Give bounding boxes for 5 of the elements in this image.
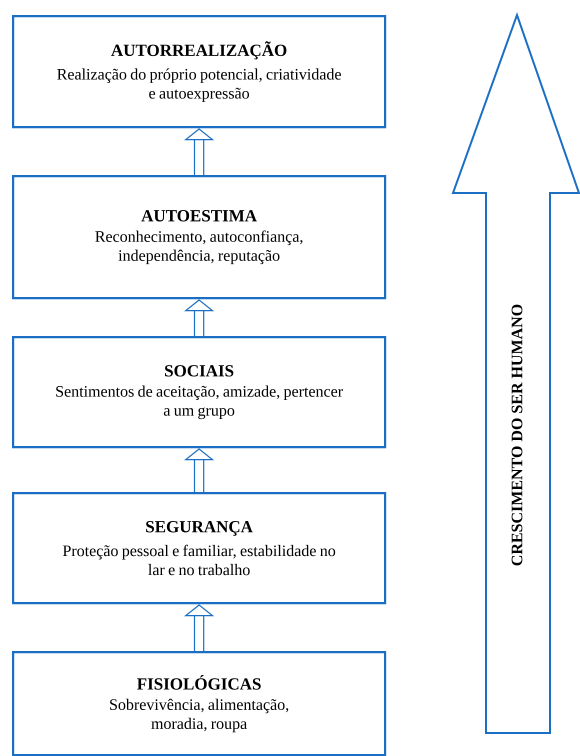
level-box: SEGURANÇA Proteção pessoal e familiar, estabilidade no lar e no trabalho [12, 492, 386, 604]
level-box: SOCIAIS Sentimentos de aceitação, amizade, pertencer a um grupo [12, 336, 386, 448]
level-box: FISIOLÓGICAS Sobrevivência, alimentação, moradia, roupa [12, 651, 386, 756]
level-box: AUTORREALIZAÇÃO Realização do próprio potencial, criatividade e autoexpressão [12, 15, 386, 128]
level-box: AUTOESTIMA Reconhecimento, autoconfiança, independência, reputação [12, 175, 386, 300]
